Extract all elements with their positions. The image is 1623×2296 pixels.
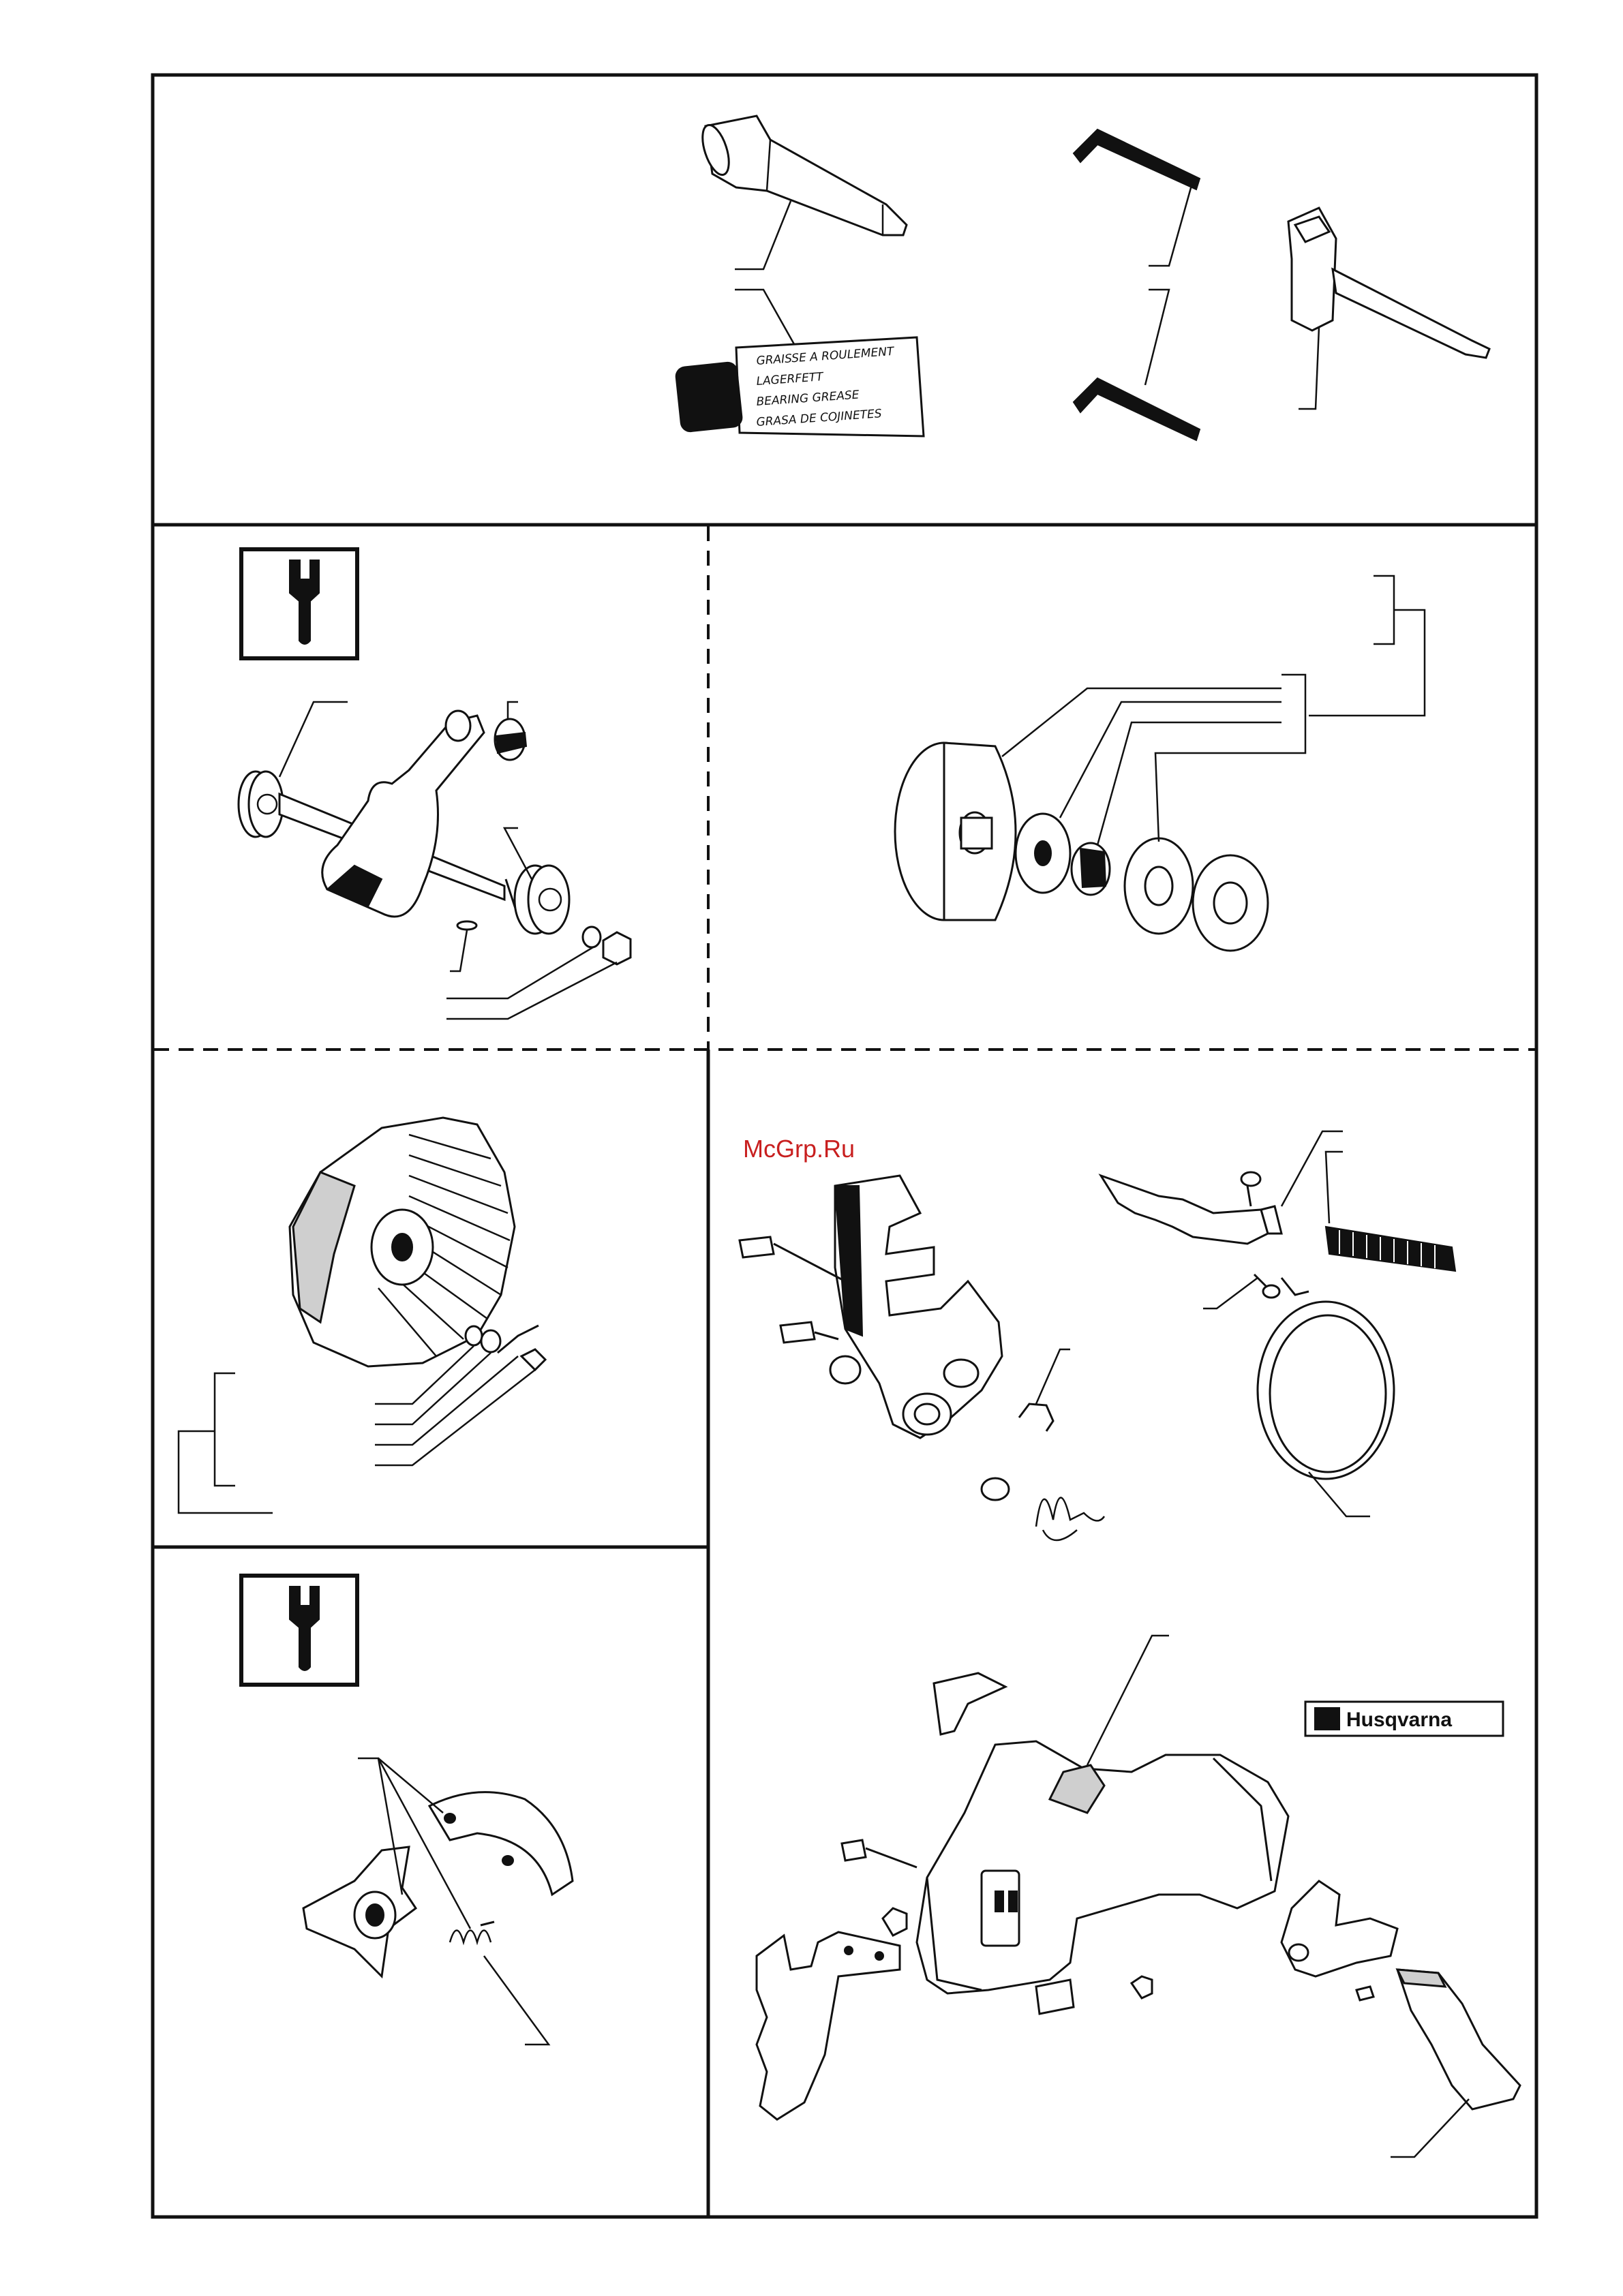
- bracket: [179, 1431, 273, 1513]
- leader-line: [1145, 290, 1169, 385]
- leader-line: [1299, 327, 1319, 409]
- brake-spring: [1036, 1498, 1104, 1541]
- key: [457, 921, 476, 930]
- clutch-cover: [917, 1741, 1288, 1993]
- bracket: [1309, 610, 1425, 716]
- leader-line: [1149, 181, 1193, 266]
- leader-line: [1326, 1152, 1343, 1223]
- cover-guard: [1397, 1970, 1520, 2109]
- brake-band: [1258, 1278, 1394, 1479]
- chain-brake-handle: [835, 1176, 1002, 1438]
- nut: [603, 932, 631, 964]
- leader-line: [735, 201, 791, 269]
- leader-line: [375, 1370, 535, 1465]
- leader-line: [1391, 2099, 1469, 2157]
- flywheel-small-parts: [466, 1326, 545, 1370]
- bracket: [1374, 576, 1394, 644]
- drive-washer: [1125, 838, 1193, 934]
- bumper-spike: [757, 1932, 900, 2119]
- leader-line: [1097, 722, 1281, 845]
- allen-key-lower: [1074, 378, 1200, 440]
- leader-line: [504, 828, 532, 879]
- bracket: [1281, 675, 1305, 753]
- brake-spring-coil: [1326, 1227, 1455, 1271]
- brake-lever-assembly: [1101, 1172, 1281, 1244]
- husqvarna-label: Husqvarna: [1305, 1702, 1503, 1736]
- leader-line: [484, 1956, 549, 2045]
- leader-line: [1155, 753, 1281, 842]
- flat-washer: [1193, 855, 1268, 951]
- circlip: [1019, 1404, 1053, 1431]
- washer: [583, 927, 601, 947]
- watermark-text: McGrp.Ru: [743, 1135, 855, 1163]
- leader-line: [1203, 1278, 1258, 1308]
- main-bearing-right: [515, 866, 569, 934]
- grease-tube: GRAISSE A ROULEMENT LAGERFETT BEARING GR…: [675, 337, 924, 436]
- clutch-hub: [303, 1847, 416, 1976]
- chain-catcher: [1036, 1980, 1074, 2014]
- wrench-icon-box-1: [241, 549, 357, 658]
- chain-guide-plate: [934, 1673, 1005, 1734]
- chain-tensioner-plate: [1281, 1881, 1397, 1976]
- needle-bearing: [495, 719, 526, 760]
- leader-line: [378, 1758, 443, 1813]
- wrench-icon-box-2: [241, 1576, 357, 1685]
- leader-line: [508, 702, 518, 719]
- leader-line: [1060, 702, 1281, 818]
- leader-line: [446, 962, 617, 1019]
- leader-line: [735, 290, 794, 344]
- leader-line: [450, 930, 467, 971]
- leader-line: [1087, 1636, 1169, 1765]
- leader-line: [279, 702, 348, 777]
- leader-line: [1281, 1131, 1343, 1206]
- leader-line: [446, 947, 593, 998]
- brake-pin: [1254, 1274, 1279, 1298]
- clutch-shoe: [429, 1792, 573, 1895]
- bracket: [215, 1373, 235, 1486]
- bearing-drift-tool: [697, 116, 907, 235]
- needle-cage: [1072, 843, 1110, 895]
- allen-key-upper: [1074, 129, 1200, 189]
- leader-line: [1036, 1349, 1070, 1404]
- brand-text: Husqvarna: [1346, 1709, 1452, 1731]
- clutch-spring: [450, 1922, 494, 1942]
- crankshaft: [239, 711, 518, 917]
- clutch-drum: [895, 743, 1016, 920]
- sprocket-rim: [1016, 814, 1070, 893]
